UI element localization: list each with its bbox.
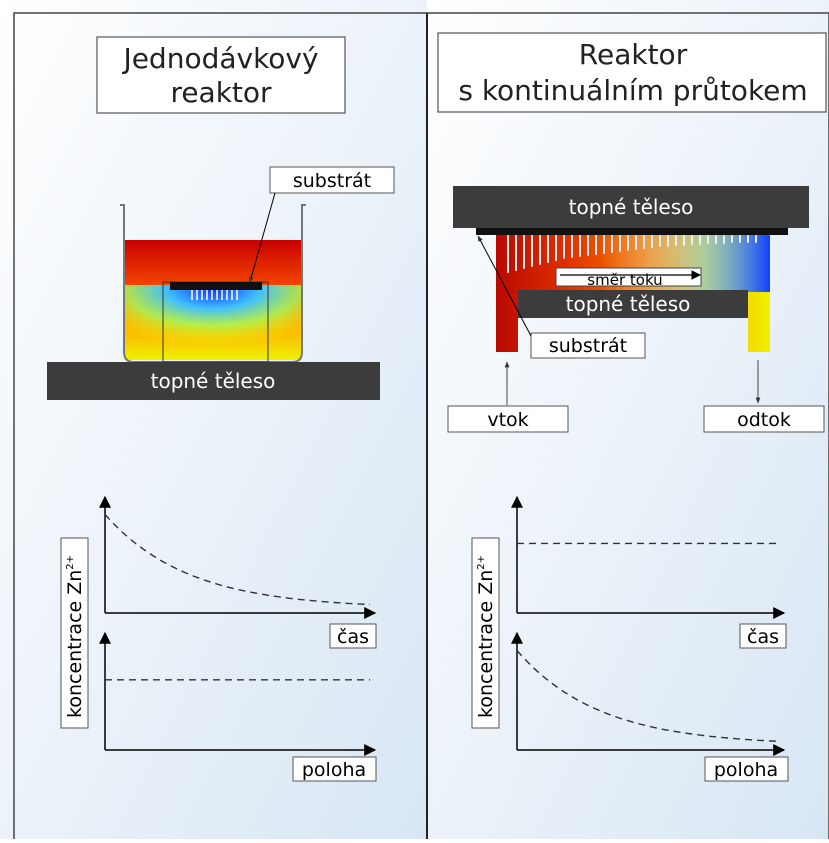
right-ylabel-text: koncentrace Zn2+	[475, 555, 497, 718]
right-substrate-label: substrát	[530, 332, 646, 359]
svg-text:substrát: substrát	[293, 170, 371, 192]
right-chart-bottom: poloha	[511, 631, 789, 782]
left-top-xlabel: čas	[329, 623, 377, 649]
flow-fins	[507, 235, 757, 273]
left-chart-bottom: poloha	[99, 631, 377, 782]
right-ylabel: koncentrace Zn2+	[471, 537, 500, 729]
outlet-label: odtok	[703, 405, 825, 433]
svg-text:topné těleso: topné těleso	[569, 195, 694, 219]
left-title-box: Jednodávkový reaktor	[96, 36, 346, 114]
svg-text:topné těleso: topné těleso	[566, 292, 691, 316]
svg-text:topné těleso: topné těleso	[151, 369, 276, 393]
left-ylabel-text: koncentrace Zn2+	[64, 555, 86, 718]
left-bottom-xlabel: poloha	[292, 756, 377, 782]
right-title-line1: Reaktor	[579, 38, 688, 71]
svg-text:poloha: poloha	[714, 759, 778, 781]
svg-text:čas: čas	[337, 626, 369, 648]
right-title-line2: s kontinuálním průtokem	[458, 74, 807, 107]
left-title-line2: reaktor	[170, 76, 272, 109]
figure-border	[13, 12, 829, 843]
svg-text:substrát: substrát	[549, 335, 627, 357]
right-bottom-series-line	[516, 650, 781, 743]
left-substrate-plate	[170, 282, 262, 290]
svg-text:směr toku: směr toku	[587, 271, 662, 289]
svg-text:vtok: vtok	[487, 409, 528, 431]
right-chart-top: čas	[511, 495, 787, 649]
inlet-label: vtok	[447, 405, 569, 433]
svg-text:odtok: odtok	[737, 409, 791, 431]
flow-direction-label: směr toku	[555, 267, 702, 289]
right-substrate-pointer	[477, 235, 532, 337]
right-top-xlabel: čas	[739, 623, 787, 649]
right-substrate-plate	[476, 227, 788, 235]
svg-text:čas: čas	[747, 626, 779, 648]
right-bottom-xlabel: poloha	[704, 756, 789, 782]
left-chart-top: čas	[99, 495, 377, 649]
right-heater-top: topné těleso	[453, 186, 809, 228]
svg-text:poloha: poloha	[302, 759, 366, 781]
right-heater-bottom: topné těleso	[518, 290, 748, 318]
beaker	[120, 204, 306, 363]
left-substrate-label: substrát	[269, 166, 395, 194]
left-ylabel: koncentrace Zn2+	[60, 537, 89, 729]
left-substrate-pointer	[249, 192, 276, 283]
left-title-line1: Jednodávkový	[121, 42, 318, 75]
left-top-series-line	[104, 513, 371, 606]
right-title-box: Reaktor s kontinuálním průtokem	[437, 32, 827, 113]
left-heater: topné těleso	[47, 362, 380, 400]
